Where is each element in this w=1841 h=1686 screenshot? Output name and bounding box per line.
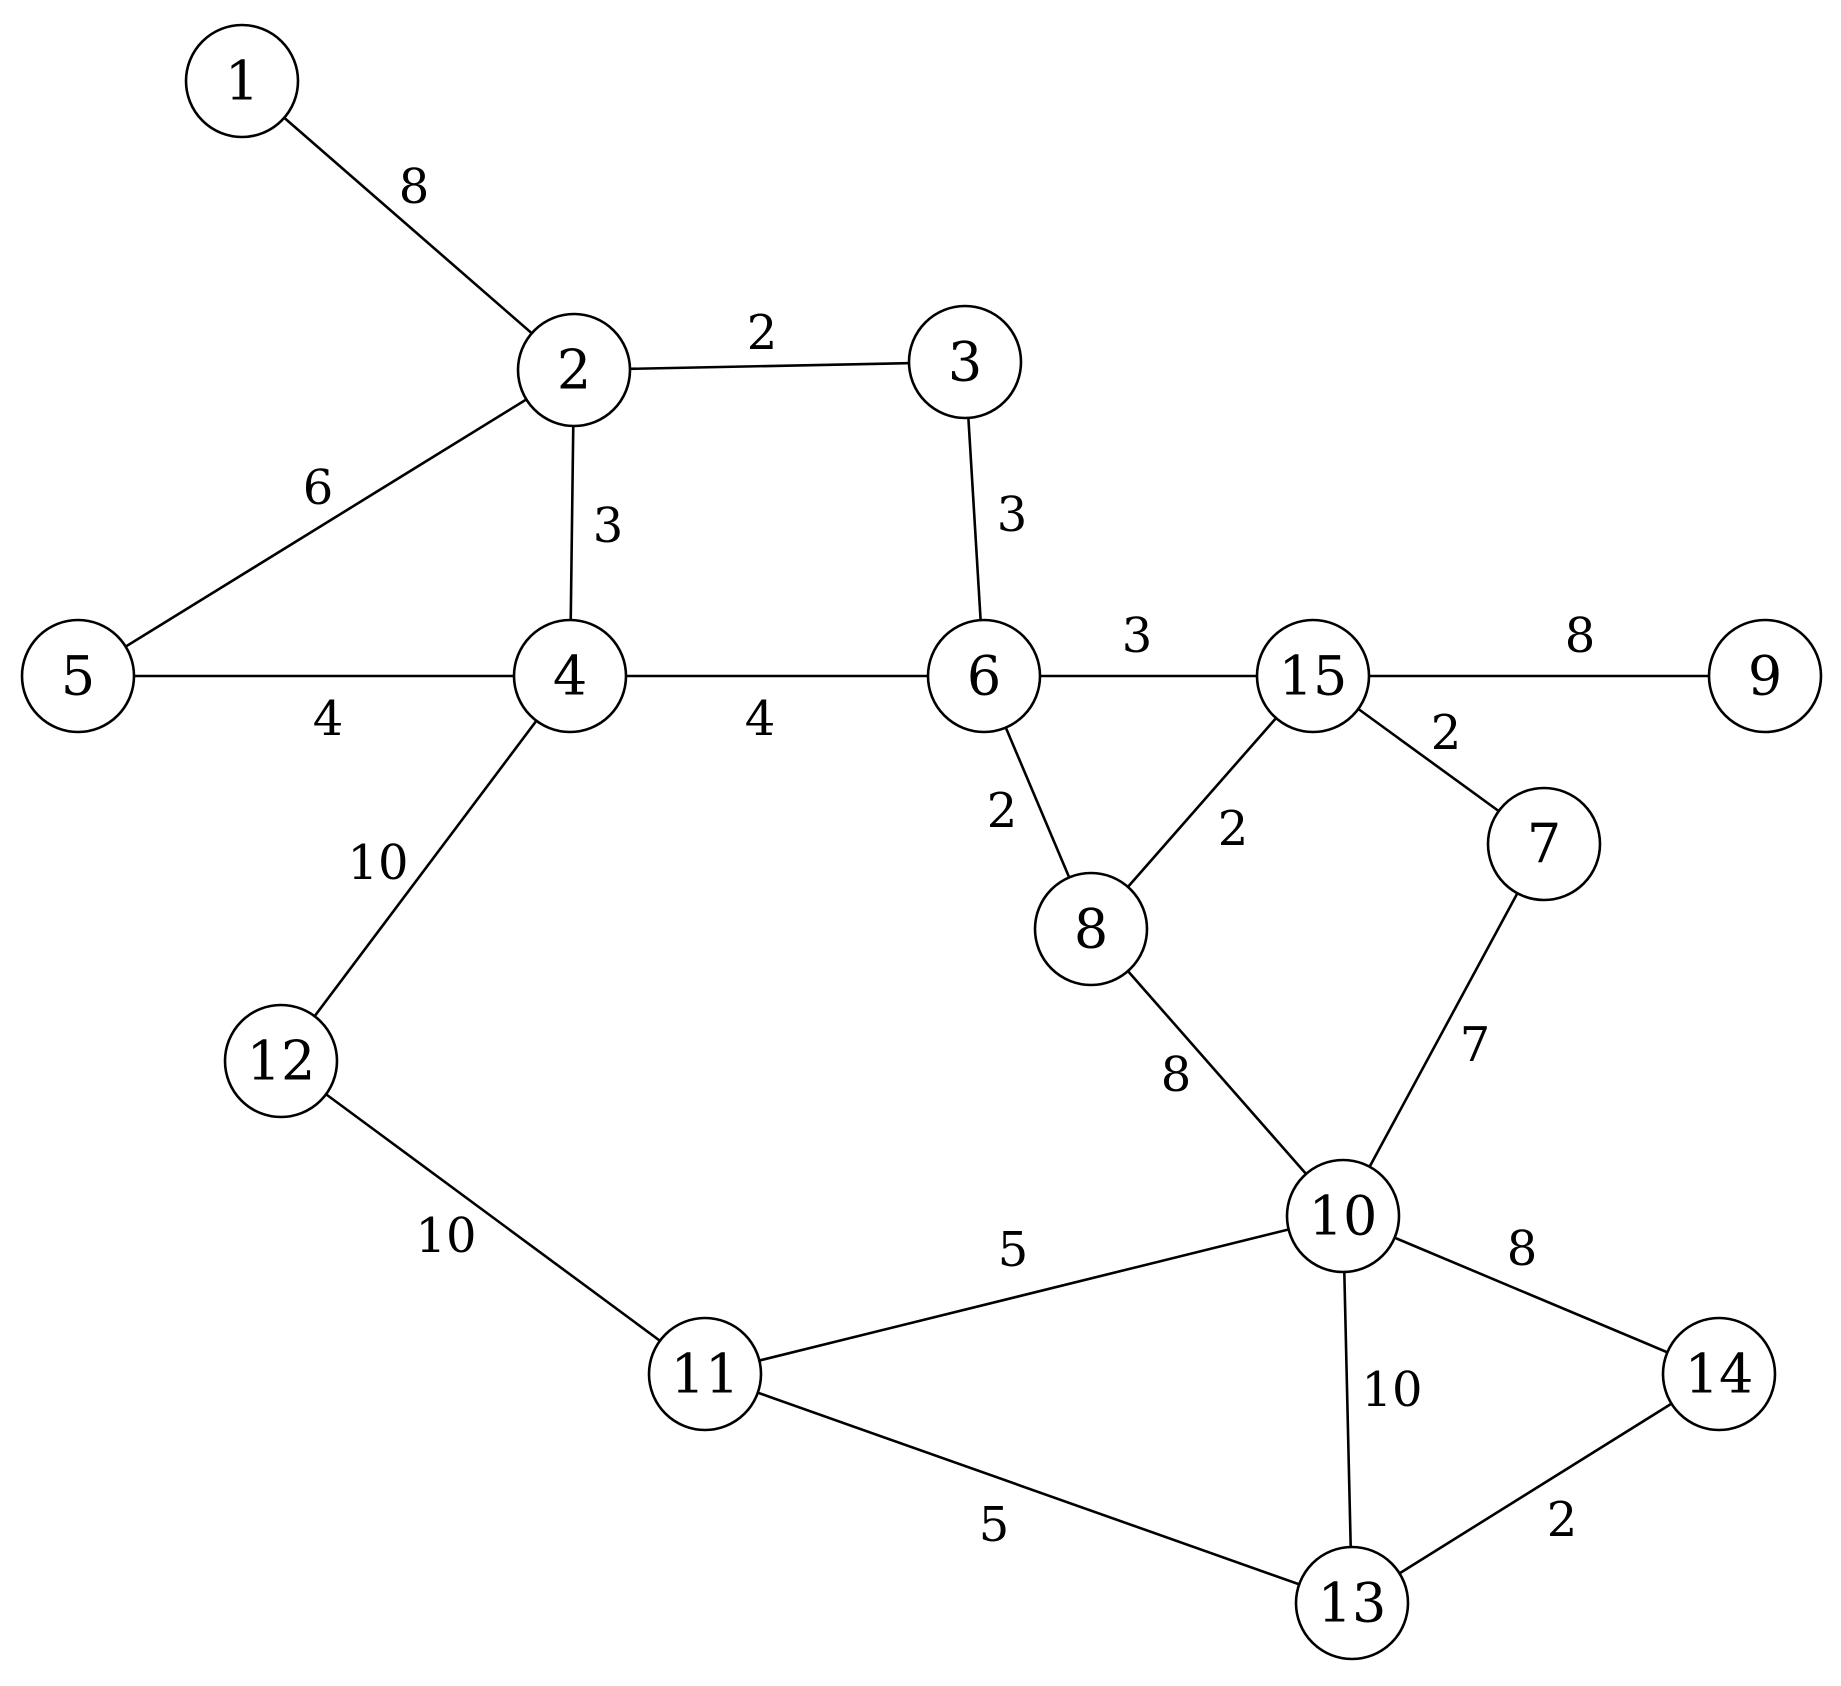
node-9: 9 (1707, 618, 1823, 734)
node-4: 4 (512, 618, 628, 734)
edge-weight-4-12: 10 (347, 835, 408, 891)
edge-weight-6-8: 2 (987, 783, 1018, 839)
node-label-13: 13 (1318, 1572, 1387, 1635)
node-circle-9 (1707, 618, 1823, 734)
edge-2-3 (573, 360, 966, 372)
node-circle-8 (1033, 871, 1149, 987)
node-label-4: 4 (553, 645, 587, 708)
edge-weight-15-8: 2 (1218, 801, 1249, 857)
node-label-11: 11 (671, 1343, 740, 1406)
node-5: 5 (20, 618, 136, 734)
edge-weight-2-3: 2 (747, 305, 778, 361)
node-8: 8 (1033, 871, 1149, 987)
edge-weight-15-9: 8 (1565, 608, 1596, 664)
node-label-2: 2 (557, 339, 591, 402)
edge-weight-12-11: 10 (415, 1208, 476, 1264)
edge-weight-7-10: 7 (1460, 1017, 1491, 1073)
edge-13-14 (1351, 1372, 1720, 1605)
edge-10-13 (1341, 1215, 1354, 1604)
node-10: 10 (1285, 1158, 1401, 1274)
node-circle-1 (184, 23, 300, 139)
node-label-15: 15 (1279, 645, 1348, 708)
edge-weight-10-13: 10 (1361, 1362, 1422, 1418)
edge-7-10 (1341, 843, 1546, 1217)
node-circle-2 (516, 312, 632, 428)
node-12: 12 (223, 1003, 339, 1119)
node-label-9: 9 (1748, 645, 1782, 708)
edge-11-10 (704, 1214, 1344, 1376)
node-circle-11 (647, 1316, 763, 1432)
edge-4-12 (279, 675, 572, 1062)
edge-weight-2-4: 3 (593, 498, 624, 554)
node-circle-3 (907, 304, 1023, 420)
edge-2-5 (77, 368, 575, 678)
edge-weight-15-7: 2 (1431, 705, 1462, 761)
edge-weight-13-14: 2 (1547, 1492, 1578, 1548)
edge-weight-11-10: 5 (998, 1222, 1029, 1278)
node-2: 2 (516, 312, 632, 428)
node-3: 3 (907, 304, 1023, 420)
edge-12-11 (280, 1059, 706, 1376)
edge-weight-10-14: 8 (1507, 1221, 1538, 1277)
node-circle-12 (223, 1003, 339, 1119)
node-circle-4 (512, 618, 628, 734)
edge-11-13 (704, 1372, 1353, 1605)
edge-weight-5-4: 4 (313, 691, 344, 747)
node-label-7: 7 (1527, 813, 1561, 876)
edge-8-10 (1090, 928, 1344, 1217)
node-label-1: 1 (225, 50, 259, 113)
edge-labels-layer: 8 2 6 3 3 4 4 10 3 2 8 2 2 7 8 10 5 5 8 10 2 (303, 159, 1596, 1553)
node-label-3: 3 (948, 331, 982, 394)
node-circle-6 (926, 618, 1042, 734)
node-circle-15 (1255, 618, 1371, 734)
node-label-6: 6 (967, 645, 1001, 708)
edge-weight-4-6: 4 (745, 691, 776, 747)
node-circle-7 (1486, 786, 1602, 902)
edge-10-14 (1342, 1214, 1720, 1376)
node-circle-13 (1294, 1545, 1410, 1661)
node-label-10: 10 (1309, 1185, 1378, 1248)
node-15: 15 (1255, 618, 1371, 734)
node-label-12: 12 (247, 1030, 316, 1093)
node-14: 14 (1661, 1316, 1777, 1432)
node-label-14: 14 (1685, 1343, 1754, 1406)
node-7: 7 (1486, 786, 1602, 902)
edge-weight-11-13: 5 (979, 1497, 1010, 1553)
edge-weight-3-6: 3 (997, 487, 1028, 543)
node-label-8: 8 (1074, 898, 1108, 961)
edge-weight-8-10: 8 (1161, 1047, 1192, 1103)
node-circle-5 (20, 618, 136, 734)
node-label-5: 5 (61, 645, 95, 708)
node-13: 13 (1294, 1545, 1410, 1661)
edge-1-2 (241, 80, 575, 371)
edge-weight-2-5: 6 (303, 460, 334, 516)
node-11: 11 (647, 1316, 763, 1432)
edge-weight-1-2: 8 (399, 159, 430, 215)
node-6: 6 (926, 618, 1042, 734)
edge-weight-6-15: 3 (1122, 608, 1153, 664)
node-circle-14 (1661, 1316, 1777, 1432)
node-circle-10 (1285, 1158, 1401, 1274)
node-1: 1 (184, 23, 300, 139)
